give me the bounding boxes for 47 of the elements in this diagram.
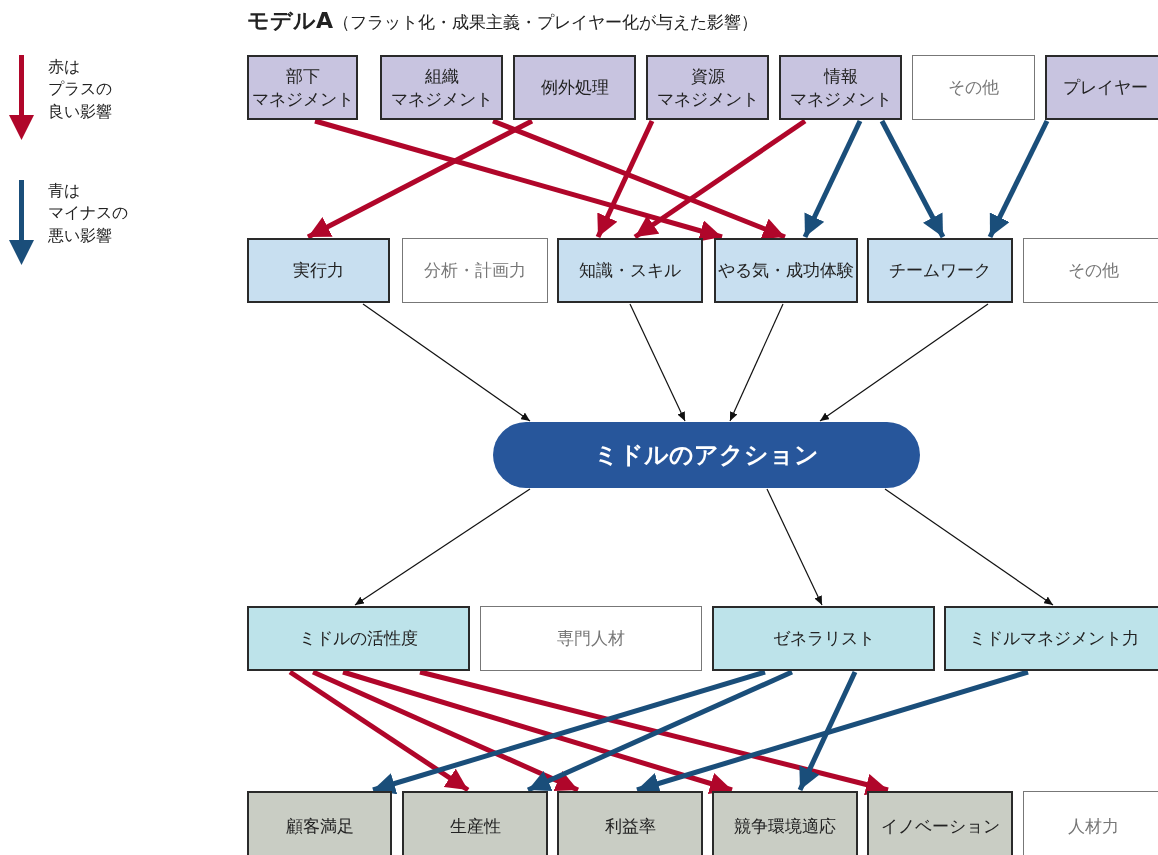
arrow — [419, 669, 889, 796]
arrow — [766, 488, 823, 606]
process-box: ミドルの活性度 — [247, 606, 470, 671]
arrow — [595, 119, 655, 239]
legend-text: 青はマイナスの悪い影響 — [48, 180, 128, 247]
arrow — [802, 119, 863, 239]
process-box: イノベーション — [867, 791, 1013, 855]
legend-text: 赤はプラスの良い影響 — [48, 56, 112, 123]
process-box: 知識・スキル — [557, 238, 703, 303]
process-box: 専門人材 — [480, 606, 702, 671]
process-box: 人材力 — [1023, 791, 1158, 855]
arrow — [527, 669, 793, 793]
arrow — [987, 119, 1050, 239]
arrow — [633, 118, 807, 240]
arrow — [797, 670, 858, 792]
process-box: プレイヤー — [1045, 55, 1158, 120]
arrow — [492, 118, 786, 240]
process-box: 競争環境適応 — [712, 791, 858, 855]
process-box: 情報マネジメント — [779, 55, 902, 120]
process-box: 利益率 — [557, 791, 703, 855]
arrow — [629, 303, 686, 422]
process-box: 部下マネジメント — [247, 55, 358, 120]
arrow — [312, 669, 579, 793]
process-box: ミドルマネジメント力 — [944, 606, 1158, 671]
process-box: 実行力 — [247, 238, 390, 303]
arrow — [314, 118, 723, 242]
process-box: その他 — [1023, 238, 1158, 303]
arrow — [879, 119, 946, 239]
process-box: やる気・成功体験 — [714, 238, 858, 303]
arrow — [729, 303, 784, 422]
process-box: ゼネラリスト — [712, 606, 935, 671]
arrow — [288, 669, 470, 793]
title: モデルA（フラット化・成果主義・プレイヤー化が与えた影響） — [247, 7, 759, 35]
process-box: 分析・計画力 — [402, 238, 548, 303]
arrow — [354, 488, 531, 606]
process-box: その他 — [912, 55, 1035, 120]
process-box: 顧客満足 — [247, 791, 392, 855]
arrow — [819, 303, 989, 422]
process-box: 例外処理 — [513, 55, 636, 120]
process-box: 資源マネジメント — [646, 55, 769, 120]
arrow — [362, 303, 531, 422]
process-box: 組織マネジメント — [380, 55, 503, 120]
process-box: チームワーク — [867, 238, 1013, 303]
arrow — [884, 488, 1054, 606]
pill-box: ミドルのアクション — [493, 422, 920, 488]
process-box: 生産性 — [402, 791, 548, 855]
arrow — [306, 118, 534, 240]
